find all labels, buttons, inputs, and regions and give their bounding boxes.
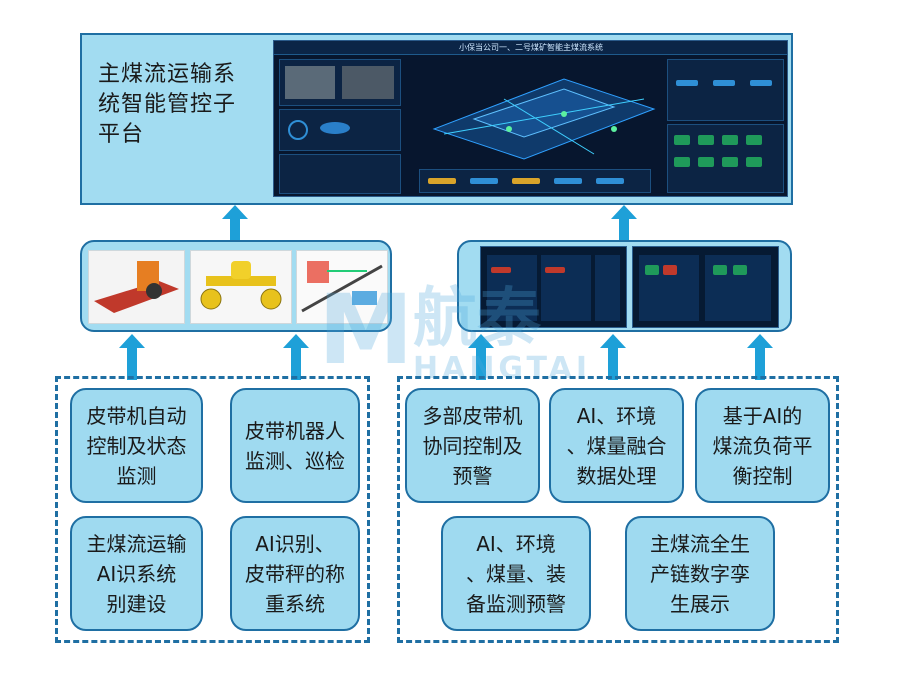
dashboard-header	[274, 41, 787, 55]
status-ring-icon	[288, 120, 308, 140]
platform-title-text: 主煤流运输系统智能管控子平台	[98, 62, 237, 147]
feature-multi-belt-coordination: 多部皮带机协同控制及预警	[405, 388, 540, 503]
dashboard-title: 小保当公司一、二号煤矿智能主煤流系统	[459, 43, 603, 52]
feature-label: AI识别、皮带秤的称重系统	[245, 531, 345, 616]
feature-label: 主煤流全生产链数字孪生展示	[650, 531, 750, 616]
dashboard-3d-map	[432, 78, 656, 160]
feature-load-balance-control: 基于AI的煤流负荷平衡控制	[695, 388, 830, 503]
left-feature-group	[55, 376, 370, 643]
video-feed-1	[285, 66, 335, 99]
right-feature-group	[397, 376, 839, 643]
watermark-main-text: 航泰	[413, 282, 542, 356]
arrow-up-left-top	[222, 205, 248, 241]
screen1-panel-a	[487, 255, 537, 321]
feature-label: AI、环境、煤量、装备监测预警	[466, 531, 566, 616]
screen1-panel-b	[541, 255, 591, 321]
feature-label: 皮带机自动控制及状态监测	[86, 403, 187, 488]
arrow-up-f1	[119, 334, 145, 380]
screen1-panel-c	[595, 255, 620, 321]
feature-label: 基于AI的煤流负荷平衡控制	[712, 403, 813, 488]
arrow-up-f7	[747, 334, 773, 380]
platform-dashboard-screenshot: 小保当公司一、二号煤矿智能主煤流系统	[273, 40, 788, 197]
belt-scale-schematic	[296, 250, 388, 324]
arrow-up-right-top	[611, 205, 637, 241]
belt-conveyor-icon	[89, 251, 184, 323]
platform-title: 主煤流运输系统智能管控子平台	[98, 60, 268, 150]
dashboard-status-panel	[279, 109, 401, 151]
feature-equipment-monitoring: AI、环境、煤量、装备监测预警	[441, 516, 591, 631]
inspection-robot-icon	[191, 251, 291, 323]
arrow-up-f5	[468, 334, 494, 380]
dashboard-right-top-panel	[667, 59, 784, 121]
video-feed-2	[342, 66, 394, 99]
dashboard-list-panel	[279, 154, 401, 194]
feature-belt-robot-inspection: 皮带机器人监测、巡检	[230, 388, 360, 503]
belt-conveyor-photo	[88, 250, 185, 324]
belt-scale-icon	[297, 251, 387, 323]
feature-data-fusion: AI、环境、煤量融合数据处理	[549, 388, 684, 503]
arrow-up-f2	[283, 334, 309, 380]
control-screen-2	[632, 246, 779, 328]
inspection-robot-photo	[190, 250, 292, 324]
feature-label: 多部皮带机协同控制及预警	[422, 403, 523, 488]
watermark-logo-letter: M	[318, 274, 414, 386]
feature-digital-twin: 主煤流全生产链数字孪生展示	[625, 516, 775, 631]
dashboard-right-bottom-panel	[667, 124, 784, 193]
feature-belt-auto-control: 皮带机自动控制及状态监测	[70, 388, 203, 503]
status-disc-icon	[320, 122, 350, 134]
feature-label: AI、环境、煤量融合数据处理	[566, 403, 667, 488]
watermark-sub-text: HANGTAI	[413, 351, 591, 386]
dashboard-equipment-strip	[419, 169, 651, 193]
control-screen-1	[480, 246, 627, 328]
dashboard-video-panel	[279, 59, 401, 106]
hangtai-watermark: M 航泰 HANGTAI	[318, 274, 591, 386]
feature-label: 皮带机器人监测、巡检	[245, 418, 345, 473]
arrow-up-f6	[600, 334, 626, 380]
feature-ai-belt-scale: AI识别、皮带秤的称重系统	[230, 516, 360, 631]
